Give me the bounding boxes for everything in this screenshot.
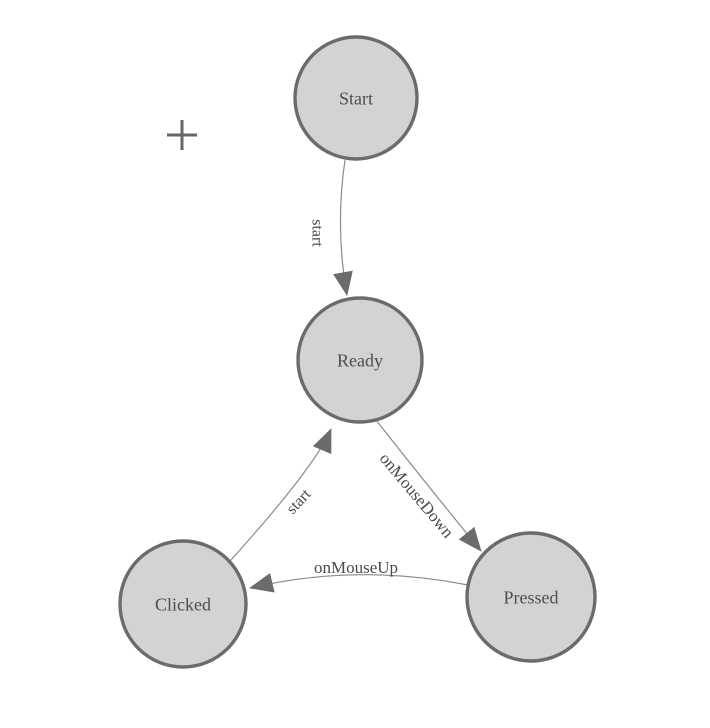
state-circle[interactable]	[293, 35, 419, 161]
state-label: Ready	[337, 350, 383, 370]
transition-line[interactable]	[249, 573, 469, 593]
plus-crosshair-icon	[167, 120, 197, 150]
state-circle[interactable]	[118, 539, 248, 669]
state-node-ready[interactable]: Ready	[296, 296, 424, 424]
transition-label: onMouseDown	[376, 449, 458, 542]
transition-label: start	[283, 485, 315, 517]
state-label: Pressed	[504, 587, 559, 607]
transition-line[interactable]	[333, 159, 353, 296]
transition-pressed-to-clicked[interactable]: onMouseUp	[249, 558, 469, 593]
state-label: Start	[339, 88, 373, 108]
state-node-clicked[interactable]: Clicked	[118, 539, 248, 669]
transition-line[interactable]	[375, 419, 482, 552]
state-label: Clicked	[155, 594, 211, 614]
state-circle[interactable]	[296, 296, 424, 424]
transition-label: start	[308, 219, 325, 247]
state-node-start[interactable]: Start	[293, 35, 419, 161]
state-node-pressed[interactable]: Pressed	[465, 531, 597, 663]
transition-ready-to-pressed[interactable]: onMouseDown	[375, 419, 482, 552]
state-circle[interactable]	[465, 531, 597, 663]
transition-line[interactable]	[229, 428, 332, 562]
transition-start-to-ready[interactable]: start	[308, 159, 353, 296]
transition-label: onMouseUp	[314, 558, 398, 577]
transition-clicked-to-ready[interactable]: start	[229, 428, 332, 562]
